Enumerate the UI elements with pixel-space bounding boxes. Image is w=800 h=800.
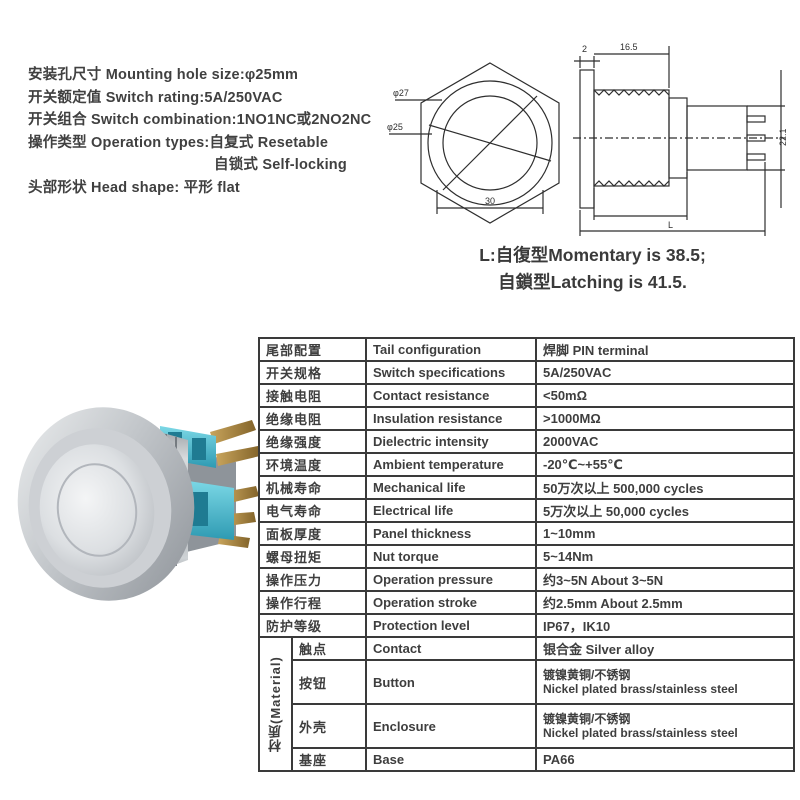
spec-value: 焊脚 PIN terminal	[535, 337, 795, 362]
spec-value: -20℃~+55℃	[535, 452, 795, 477]
spec-value: 1~10mm	[535, 521, 795, 546]
spec-value-line2: Nickel plated brass/stainless steel	[543, 726, 738, 740]
spec-label-zh: 环境温度	[258, 452, 367, 477]
technical-drawing: φ27 φ25 30 2	[387, 42, 788, 236]
spec-value: 50万次以上 500,000 cycles	[535, 475, 795, 500]
spec-label-en: Operation stroke	[365, 590, 537, 615]
table-row: 螺母扭矩 Nut torque 5~14Nm	[258, 544, 795, 569]
spec-label-zh: 防护等级	[258, 613, 367, 638]
spec-value-line1: 镀镍黄铜/不锈钢	[543, 712, 631, 726]
spec-label-en: Panel thickness	[365, 521, 537, 546]
table-row: 电气寿命 Electrical life 5万次以上 50,000 cycles	[258, 498, 795, 523]
spec-line-mounting-hole: 安装孔尺寸 Mounting hole size:φ25mm	[28, 67, 299, 83]
table-row-material: 外壳 Enclosure 镀镍黄铜/不锈钢 Nickel plated bras…	[259, 703, 795, 749]
spec-label-en: Switch specifications	[365, 360, 537, 385]
material-group-label: 材质(Material)	[259, 637, 292, 771]
spec-label-en: Electrical life	[365, 498, 537, 523]
dim-front-inner: φ25	[387, 122, 403, 132]
spec-label-zh: 外壳	[291, 703, 367, 749]
spec-value: <50mΩ	[535, 383, 795, 408]
spec-label-zh: 面板厚度	[258, 521, 367, 546]
top-spec-text: 安装孔尺寸 Mounting hole size:φ25mm 开关额定值 Swi…	[28, 64, 371, 199]
dim-side-flange: 2	[582, 44, 587, 54]
table-row: 开关规格 Switch specifications 5A/250VAC	[258, 360, 795, 385]
length-note-line2: 自鎖型Latching is 41.5.	[498, 272, 687, 292]
spec-label-zh: 按钮	[291, 659, 367, 705]
spec-value-line2: Nickel plated brass/stainless steel	[543, 682, 738, 696]
table-row: 防护等级 Protection level IP67，IK10	[258, 613, 795, 638]
dim-side-thread: 16.5	[620, 42, 638, 52]
table-row: 操作压力 Operation pressure 约3~5N About 3~5N	[258, 567, 795, 592]
terminal-pins	[210, 420, 260, 548]
product-photo	[17, 407, 260, 601]
dim-side-rear-dia: 22.1	[778, 128, 788, 146]
spec-label-zh: 开关规格	[258, 360, 367, 385]
table-row: 接触电阻 Contact resistance <50mΩ	[258, 383, 795, 408]
table-row: 绝缘强度 Dielectric intensity 2000VAC	[258, 429, 795, 454]
table-row: 机械寿命 Mechanical life 50万次以上 500,000 cycl…	[258, 475, 795, 500]
spec-value: 镀镍黄铜/不锈钢 Nickel plated brass/stainless s…	[535, 659, 795, 705]
spec-label-zh: 操作压力	[258, 567, 367, 592]
spec-label-zh: 尾部配置	[258, 337, 367, 362]
spec-label-en: Contact	[365, 636, 537, 661]
specification-table: 尾部配置 Tail configuration 焊脚 PIN terminal …	[258, 337, 795, 772]
spec-label-en: Enclosure	[365, 703, 537, 749]
spec-value: 约2.5mm About 2.5mm	[535, 590, 795, 615]
spec-line-self-locking: 自锁式 Self-locking	[214, 157, 347, 173]
dim-side-length: L	[668, 220, 673, 230]
table-row: 操作行程 Operation stroke 约2.5mm About 2.5mm	[258, 590, 795, 615]
table-row: 尾部配置 Tail configuration 焊脚 PIN terminal	[258, 337, 795, 362]
spec-value: 2000VAC	[535, 429, 795, 454]
spec-label-zh: 电气寿命	[258, 498, 367, 523]
spec-label-en: Insulation resistance	[365, 406, 537, 431]
spec-value: >1000MΩ	[535, 406, 795, 431]
table-row-material: 按钮 Button 镀镍黄铜/不锈钢 Nickel plated brass/s…	[259, 659, 795, 705]
spec-label-zh: 绝缘电阻	[258, 406, 367, 431]
spec-value-line1: 镀镍黄铜/不锈钢	[543, 668, 631, 682]
spec-line-operation-types: 操作类型 Operation types:自复式 Resetable	[28, 134, 329, 151]
spec-label-en: Ambient temperature	[365, 452, 537, 477]
length-note: L:自復型Momentary is 38.5; 自鎖型Latching is 4…	[405, 242, 780, 296]
spec-label-en: Nut torque	[365, 544, 537, 569]
spec-label-en: Contact resistance	[365, 383, 537, 408]
spec-label-zh: 基座	[291, 747, 367, 772]
spec-value: 银合金 Silver alloy	[535, 636, 795, 661]
spec-value: 约3~5N About 3~5N	[535, 567, 795, 592]
spec-label-en: Protection level	[365, 613, 537, 638]
spec-line-switch-combination: 开关组合 Switch combination:1NO1NC或2NO2NC	[28, 112, 372, 128]
spec-line-switch-rating: 开关额定值 Switch rating:5A/250VAC	[28, 89, 283, 106]
spec-label-en: Mechanical life	[365, 475, 537, 500]
spec-value: 5A/250VAC	[535, 360, 795, 385]
length-note-line1: L:自復型Momentary is 38.5;	[479, 245, 706, 265]
spec-value: 5万次以上 50,000 cycles	[535, 498, 795, 523]
spec-label-zh: 绝缘强度	[258, 429, 367, 454]
spec-label-zh: 触点	[291, 636, 367, 661]
table-row: 绝缘电阻 Insulation resistance >1000MΩ	[258, 406, 795, 431]
dim-front-width: 30	[485, 196, 495, 206]
table-row-material: 材质(Material) 触点 Contact 银合金 Silver alloy	[259, 636, 795, 771]
spec-value: IP67，IK10	[535, 613, 795, 638]
button-face-ring	[56, 463, 138, 557]
table-row-material: 基座 Base PA66	[259, 747, 795, 772]
spec-line-head-shape: 头部形状 Head shape: 平形 flat	[28, 179, 240, 196]
spec-label-en: Operation pressure	[365, 567, 537, 592]
spec-label-zh: 接触电阻	[258, 383, 367, 408]
dim-front-outer: φ27	[393, 88, 409, 98]
spec-label-zh: 螺母扭矩	[258, 544, 367, 569]
spec-value: 5~14Nm	[535, 544, 795, 569]
spec-label-en: Dielectric intensity	[365, 429, 537, 454]
spec-label-en: Base	[365, 747, 537, 772]
table-row: 环境温度 Ambient temperature -20℃~+55℃	[258, 452, 795, 477]
spec-value: 镀镍黄铜/不锈钢 Nickel plated brass/stainless s…	[535, 703, 795, 749]
side-view-drawing: 2 16.5 22.1 L	[573, 42, 788, 236]
table-row: 面板厚度 Panel thickness 1~10mm	[258, 521, 795, 546]
front-view-drawing: φ27 φ25 30	[387, 62, 560, 224]
spec-label-zh: 操作行程	[258, 590, 367, 615]
spec-label-en: Button	[365, 659, 537, 705]
spec-value: PA66	[535, 747, 795, 772]
spec-label-zh: 机械寿命	[258, 475, 367, 500]
spec-label-en: Tail configuration	[365, 337, 537, 362]
